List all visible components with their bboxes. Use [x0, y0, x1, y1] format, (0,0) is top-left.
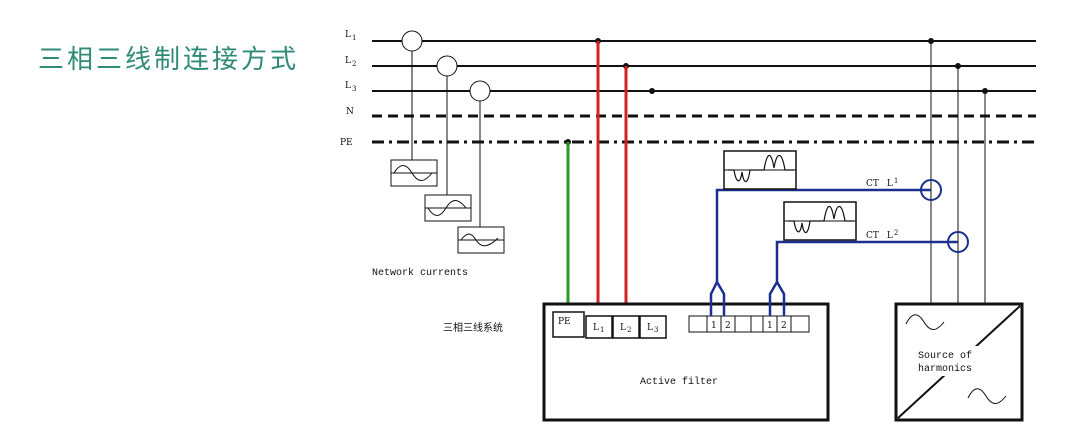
ct2-sensor	[947, 231, 969, 253]
terminal-l2-label: L2	[620, 323, 631, 334]
harmonic-source-label-line2: harmonics	[918, 363, 972, 375]
bus-label-l2: L2	[345, 56, 356, 68]
harmonic-scopes	[723, 150, 857, 241]
filter-terminal-labels: PE L1 L2 L3	[558, 317, 658, 334]
terminal-l1-label: L1	[593, 323, 604, 334]
terminal-pe	[552, 311, 585, 338]
ct1-sensor	[920, 179, 942, 201]
diagram-title: 三相三线制连接方式	[38, 45, 299, 75]
harmonic-source-wave-top	[905, 314, 945, 330]
ct2-wire-b	[775, 281, 786, 316]
ct-b-label-2: 2	[781, 321, 787, 331]
terminal-pe-label: PE	[558, 317, 571, 327]
ct-terminal-labels: 1 2 1 2	[711, 321, 787, 331]
probe-circle-l3	[469, 80, 491, 102]
network-currents-label: Network currents	[372, 267, 468, 279]
terminal-l2	[612, 315, 640, 339]
ct1-wire-b	[715, 281, 726, 316]
ct-a-label-2: 2	[725, 321, 731, 331]
bus-labels: L1 L2 L3 N PE	[340, 30, 356, 148]
harmonic-scope-ct2	[783, 201, 857, 241]
network-current-probes	[401, 30, 491, 227]
system-label: 三相三线系统	[443, 321, 503, 334]
filter-terminals	[552, 311, 667, 339]
harmonic-scope-ct1	[723, 150, 797, 190]
harmonic-source-label-line1: Source of	[918, 350, 972, 362]
ct-wires	[709, 179, 969, 316]
bus-label-l1: L1	[345, 30, 356, 42]
ct-terminal-strip	[688, 315, 810, 333]
bus-label-l3: L3	[345, 81, 356, 93]
terminal-l1	[585, 315, 613, 339]
source-drops	[930, 41, 986, 304]
probe-circle-l2	[436, 55, 458, 77]
bus-label-pe: PE	[340, 138, 353, 148]
junction-l3-filter	[649, 88, 655, 94]
ct-a-label-1: 1	[711, 321, 717, 331]
ct-b-label-1: 1	[767, 321, 773, 331]
scope-l2	[424, 194, 472, 222]
harmonic-source-label-bg	[916, 346, 988, 376]
probe-circle-l1	[401, 30, 423, 52]
scope-l1	[390, 159, 438, 187]
scope-l3	[457, 226, 505, 254]
terminal-l3-label: L3	[647, 323, 658, 334]
active-filter-label: Active filter	[640, 376, 718, 388]
terminal-l3	[639, 315, 667, 339]
network-current-scopes	[390, 159, 505, 254]
bus-label-n: N	[346, 107, 354, 117]
harmonic-source-wave-bottom	[967, 388, 1007, 404]
